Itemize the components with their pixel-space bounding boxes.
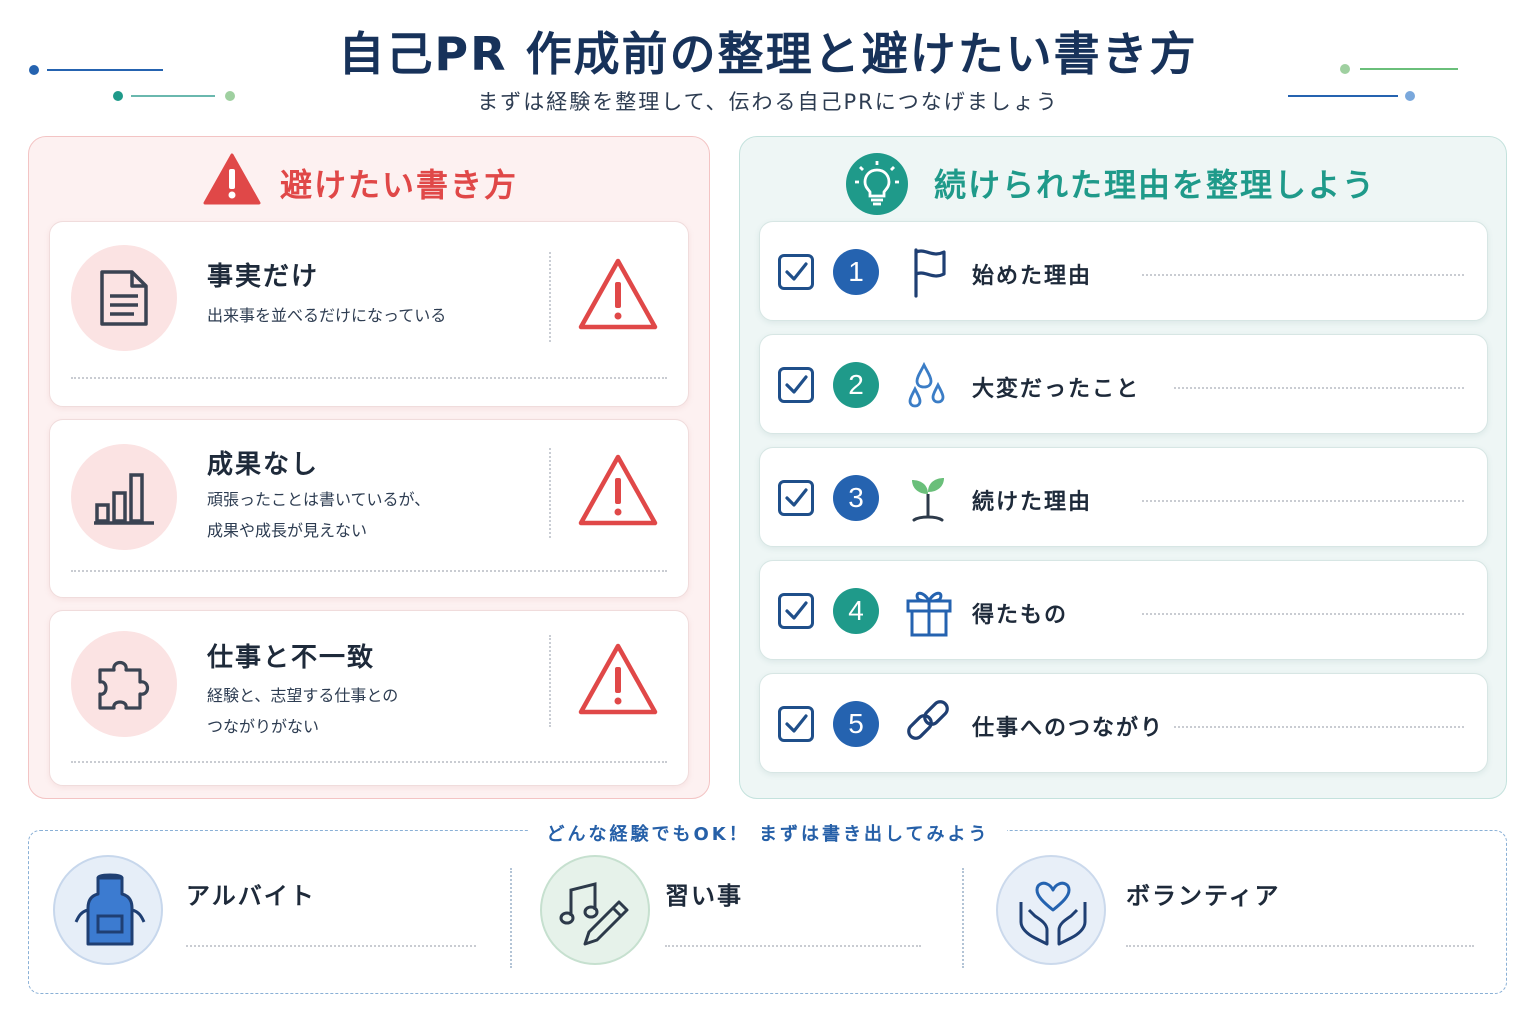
- step-label: 仕事へのつながり: [972, 716, 1165, 741]
- page-subtitle: まずは経験を整理して、伝わる自己PRにつなげましょう: [477, 90, 1059, 114]
- step-label: 得たもの: [972, 603, 1069, 628]
- writing-line: [1142, 613, 1464, 615]
- writing-line: [71, 570, 667, 572]
- example-label: 習い事: [665, 882, 743, 910]
- gift-icon: [904, 583, 960, 643]
- writing-line: [1174, 387, 1464, 389]
- examples-caption-text: どんな経験でもOK！ まずは書き出してみよう: [528, 820, 1008, 846]
- avoid-description: 頑張ったことは書いているが、 成果や成長が見えない: [207, 484, 537, 546]
- avoid-description-line: つながりがない: [207, 717, 320, 736]
- writing-line: [665, 945, 921, 947]
- divider: [549, 252, 551, 342]
- step-label: 大変だったこと: [972, 377, 1141, 402]
- reason-step-card: 3 続けた理由: [759, 447, 1488, 547]
- avoid-icon-circle: [71, 444, 177, 550]
- example-label: ボランティア: [1126, 882, 1281, 910]
- checkmark-icon: [785, 262, 808, 281]
- example-icon-circle: [53, 855, 163, 965]
- checkmark-icon: [785, 601, 808, 620]
- bar-chart-icon: [94, 473, 154, 525]
- apron-icon: [74, 873, 146, 946]
- checkbox-checked[interactable]: [778, 480, 814, 516]
- step-number-badge: 5: [833, 701, 879, 747]
- divider: [510, 868, 512, 968]
- avoid-card-job-mismatch: 仕事と不一致 経験と、志望する仕事との つながりがない: [49, 610, 689, 786]
- warning-icon: [203, 152, 261, 210]
- link-icon: [904, 696, 960, 756]
- avoid-icon-circle: [71, 631, 177, 737]
- checkbox-checked[interactable]: [778, 706, 814, 742]
- checkmark-icon: [785, 714, 808, 733]
- sprout-icon: [904, 470, 960, 530]
- heart-hands-icon: [1019, 881, 1087, 946]
- reason-step-card: 2 大変だったこと: [759, 334, 1488, 434]
- avoid-card-no-results: 成果なし 頑張ったことは書いているが、 成果や成長が見えない: [49, 419, 689, 598]
- avoid-heading: 成果なし: [207, 450, 320, 480]
- alert-triangle-icon: [577, 256, 659, 336]
- checkmark-icon: [785, 488, 808, 507]
- page-title: 自己PR 作成前の整理と避けたい書き方: [338, 27, 1198, 81]
- step-label: 続けた理由: [972, 490, 1093, 515]
- avoid-description: 出来事を並べるだけになっている: [207, 300, 537, 331]
- lightbulb-icon: [846, 153, 908, 215]
- example-icon-circle: [540, 855, 650, 965]
- writing-line: [71, 761, 667, 763]
- writing-line: [1142, 500, 1464, 502]
- avoid-description: 経験と、志望する仕事との つながりがない: [207, 680, 537, 742]
- avoid-description-line: 経験と、志望する仕事との: [207, 686, 399, 705]
- puzzle-icon: [98, 660, 150, 710]
- writing-line: [186, 945, 476, 947]
- avoid-icon-circle: [71, 245, 177, 351]
- divider: [962, 868, 964, 968]
- avoid-description-line: 出来事を並べるだけになっている: [207, 306, 447, 325]
- step-label: 始めた理由: [972, 264, 1093, 289]
- alert-triangle-icon: [577, 452, 659, 532]
- reason-step-card: 5 仕事へのつながり: [759, 673, 1488, 773]
- writing-line: [1142, 274, 1464, 276]
- flag-icon: [904, 244, 960, 304]
- example-icon-circle: [996, 855, 1106, 965]
- checkbox-checked[interactable]: [778, 367, 814, 403]
- avoid-description-line: 頑張ったことは書いているが、: [207, 490, 431, 509]
- avoid-heading: 事実だけ: [207, 262, 320, 292]
- avoid-heading: 仕事と不一致: [207, 643, 376, 673]
- reason-step-card: 4 得たもの: [759, 560, 1488, 660]
- checkbox-checked[interactable]: [778, 254, 814, 290]
- reasons-section-title: 続けられた理由を整理しよう: [934, 166, 1377, 204]
- alert-triangle-icon: [577, 641, 659, 721]
- avoid-section-title: 避けたい書き方: [280, 166, 519, 204]
- example-label: アルバイト: [186, 882, 316, 910]
- divider: [549, 635, 551, 727]
- avoid-description-line: 成果や成長が見えない: [207, 521, 368, 540]
- writing-line: [71, 377, 667, 379]
- avoid-card-facts-only: 事実だけ 出来事を並べるだけになっている: [49, 221, 689, 407]
- step-number-badge: 2: [833, 362, 879, 408]
- examples-caption: どんな経験でもOK！ まずは書き出してみよう: [0, 820, 1536, 846]
- document-icon: [100, 270, 148, 326]
- step-number-badge: 3: [833, 475, 879, 521]
- examples-box: [28, 830, 1507, 994]
- water-drops-icon: [904, 357, 960, 417]
- writing-line: [1174, 726, 1464, 728]
- writing-line: [1126, 945, 1474, 947]
- music-pencil-icon: [559, 882, 629, 946]
- checkbox-checked[interactable]: [778, 593, 814, 629]
- step-number-badge: 4: [833, 588, 879, 634]
- step-number-badge: 1: [833, 249, 879, 295]
- checkmark-icon: [785, 375, 808, 394]
- reason-step-card: 1 始めた理由: [759, 221, 1488, 321]
- divider: [549, 448, 551, 538]
